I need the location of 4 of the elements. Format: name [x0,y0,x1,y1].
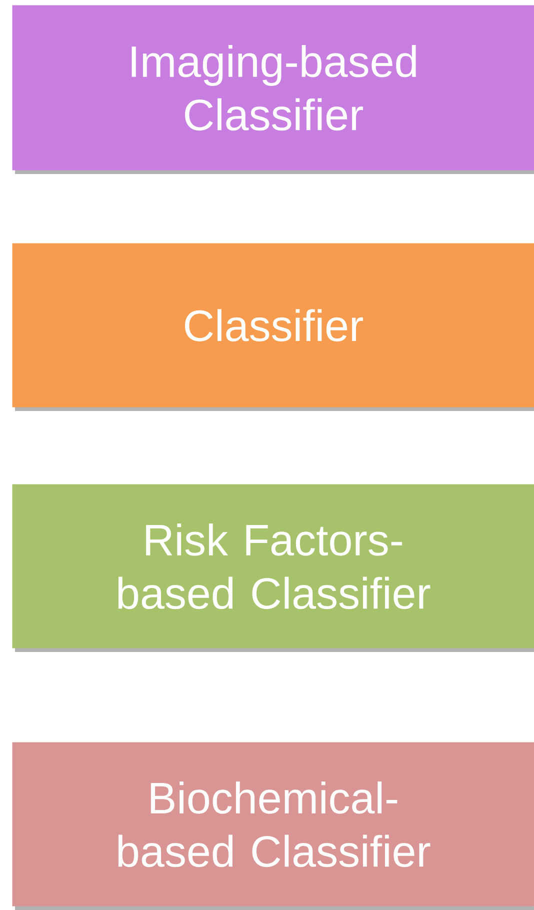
classifier-box: Risk Factors-based Classifier [12,484,534,652]
classifier-box: Imaging-based Classifier [12,5,534,174]
classifier-box: Classifier [12,243,534,411]
classifier-box: Biochemical-based Classifier [12,742,534,910]
